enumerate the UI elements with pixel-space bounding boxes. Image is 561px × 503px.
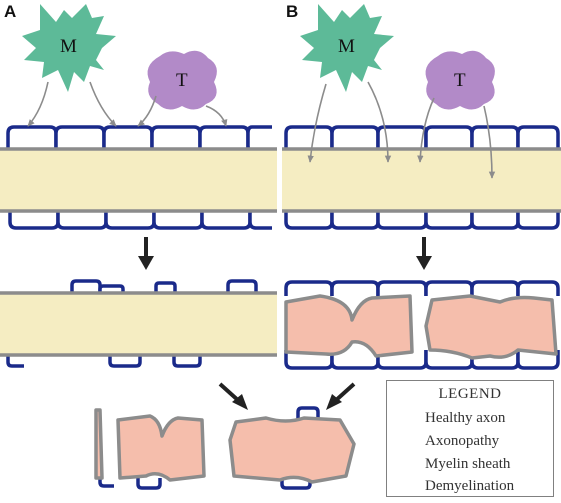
myelinated-axonopathy	[284, 280, 560, 370]
panel-b-myelinated-axon	[282, 125, 561, 230]
myelin-remnants-top	[70, 279, 258, 293]
myelin-sheath-bottom	[8, 212, 272, 230]
axonopathy-segments	[284, 294, 558, 360]
myelin-sheath-top	[6, 125, 272, 148]
t-cell-label-b: T	[454, 70, 466, 91]
t-cell-a	[147, 50, 217, 110]
legend-item-healthy-axon: Healthy axon	[425, 408, 505, 428]
healthy-axon	[0, 149, 277, 211]
panel-label-b: B	[286, 2, 299, 21]
panel-label-a: A	[4, 2, 17, 21]
legend-label: Demyelination	[425, 477, 515, 494]
myelin-sheath-top	[284, 280, 560, 296]
t-cell-label-a: T	[176, 70, 188, 91]
legend-item-myelin-sheath: Myelin sheath	[425, 454, 510, 474]
myelin-sheath-bottom	[284, 212, 560, 230]
legend-label: Myelin sheath	[425, 455, 511, 472]
myelin-sheath-top	[284, 125, 560, 148]
legend-item-demyelination: Demyelination	[425, 476, 514, 496]
panel-a-myelinated-axon	[0, 125, 277, 230]
t-cell-b	[425, 50, 495, 110]
myelin-remnants-bottom	[6, 355, 202, 368]
axonopathy-segments	[94, 408, 356, 484]
attack-arrows-b	[307, 81, 496, 179]
healthy-axon	[0, 293, 277, 355]
attack-arrows-a	[27, 81, 228, 127]
demyelinated-axonopathy	[94, 406, 356, 490]
progression-arrows	[138, 237, 432, 410]
legend: LEGEND Healthy axon Axonopathy Myelin sh…	[386, 380, 554, 497]
healthy-axon	[282, 149, 561, 211]
legend-label: Healthy axon	[425, 409, 506, 426]
myelin-sheath-bottom	[284, 350, 560, 370]
legend-title: LEGEND	[438, 386, 502, 402]
macrophage-cell-b	[300, 4, 394, 92]
legend-item-axonopathy: Axonopathy	[425, 431, 499, 451]
macrophage-label-a: M	[60, 36, 77, 57]
demyelinated-axon	[0, 279, 277, 368]
macrophage-cell-a	[22, 4, 116, 92]
legend-label: Axonopathy	[425, 432, 500, 449]
macrophage-label-b: M	[338, 36, 355, 57]
